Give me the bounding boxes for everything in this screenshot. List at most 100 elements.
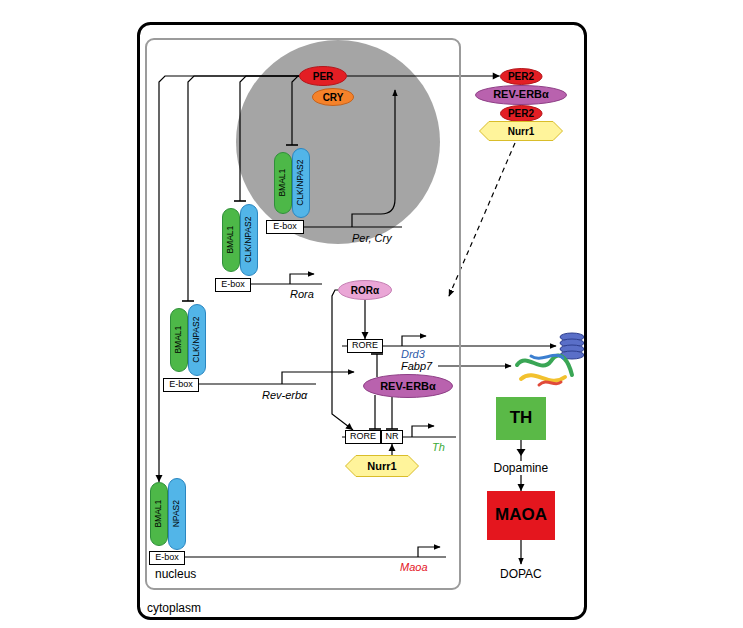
connector-line	[347, 75, 500, 76]
pill-shape	[223, 209, 240, 272]
ellipse-shape	[300, 67, 347, 86]
node-label: PER2	[508, 71, 534, 82]
transcription-arrow	[412, 426, 434, 437]
node-label: RORα	[351, 285, 379, 296]
node-label: BMAL1	[174, 326, 183, 354]
ellipse-shape	[339, 281, 392, 300]
connector-line	[374, 395, 375, 429]
promoter-box: E-box	[215, 278, 251, 292]
product-label: DOPAC	[500, 567, 542, 581]
bmal1-pill: BMAL1	[274, 152, 292, 214]
node-label: MAOA	[495, 506, 547, 525]
protein-ellipse: CRY	[312, 88, 354, 106]
pill-shape	[171, 309, 188, 372]
bmal1-pill: BMAL1	[170, 308, 188, 372]
pill-shape	[189, 305, 206, 376]
gene-label: Per, Cry	[352, 232, 392, 244]
gene-label: Maoa	[400, 561, 428, 573]
protein-ribbon	[517, 356, 572, 375]
edge-label: Dopamine	[492, 461, 551, 475]
clock-pill: CLK/NPAS2	[188, 304, 206, 376]
bmal1-pill: BMAL1	[222, 208, 240, 272]
connector	[332, 290, 353, 430]
receptor-icon	[560, 333, 584, 359]
product-arrow	[520, 540, 521, 564]
connector-line	[292, 76, 299, 145]
dashed-arrow	[449, 143, 515, 296]
cytoplasm-region: cytoplasmnucleusPERCRYBMAL1CLK/NPAS2E-bo…	[137, 22, 587, 620]
rect-shape	[150, 551, 185, 564]
connector	[182, 76, 299, 301]
inhibition-bar	[182, 300, 194, 302]
node-label: NPAS2	[172, 500, 181, 527]
rect-shape	[216, 278, 251, 291]
protein-ellipse: PER	[299, 66, 347, 86]
connector-line	[332, 290, 353, 430]
node-label: E-box	[221, 280, 245, 290]
pill-shape	[169, 479, 186, 550]
connector	[389, 444, 396, 455]
arrowhead	[518, 484, 525, 491]
pill-shape	[275, 153, 292, 214]
node-label: PER2	[508, 108, 534, 119]
region-outline	[146, 39, 460, 589]
transcription-arrow	[282, 372, 354, 384]
gene-label: Rev-erbα	[262, 389, 307, 401]
node-label: E-box	[273, 222, 297, 232]
inhibition-bar	[371, 353, 383, 355]
gene-label: Drd3	[401, 348, 425, 360]
inhibition-bar	[234, 200, 246, 202]
inhibition-bar	[286, 144, 298, 146]
clock-pill: NPAS2	[168, 478, 186, 550]
ellipse-shape	[364, 375, 453, 398]
arrowhead	[362, 332, 369, 339]
connector-line	[391, 397, 392, 429]
rect-shape	[346, 431, 381, 444]
hexagon-shape	[346, 456, 419, 477]
node-label: CRY	[323, 92, 344, 103]
node-label: Nurr1	[508, 126, 535, 137]
connector	[362, 300, 369, 339]
node-label: CLK/NPAS2	[296, 160, 305, 206]
clock-pill: CLK/NPAS2	[292, 148, 310, 218]
inhibition-bar	[386, 428, 398, 430]
transcription-arrow	[290, 274, 314, 284]
clock-core-circle	[236, 40, 440, 244]
connector	[386, 397, 398, 429]
rect-shape	[488, 492, 555, 540]
enzyme-box: MAOA	[487, 491, 555, 540]
nucleus-region: nucleusPERCRYBMAL1CLK/NPAS2E-boxBMAL1CLK…	[145, 38, 461, 590]
connector	[347, 73, 500, 80]
arrowhead	[493, 73, 500, 80]
promoter-box: E-box	[149, 551, 185, 565]
clock-pill: CLK/NPAS2	[240, 204, 258, 276]
arrowhead	[345, 423, 353, 430]
connector-line	[188, 76, 299, 301]
node-label: TH	[510, 409, 533, 428]
bmal1-pill: BMAL1	[150, 482, 168, 546]
node-label: BMAL1	[154, 500, 163, 528]
rect-shape	[164, 378, 199, 391]
node-label: E-box	[155, 553, 179, 563]
protein-ellipse: RORα	[338, 280, 392, 300]
connector-line	[159, 76, 299, 482]
rect-shape	[267, 221, 304, 234]
ellipse-shape	[476, 85, 567, 104]
protein-ellipse: REV-ERBα	[363, 374, 453, 398]
ellipse-shape	[500, 105, 542, 121]
protein-hexagon: Nurr1	[345, 455, 419, 477]
node-label: REV-ERBα	[493, 88, 549, 100]
protein-ribbon	[521, 375, 565, 380]
node-label: CLK/NPAS2	[244, 217, 253, 263]
protein-hexagon: Nurr1	[479, 121, 563, 141]
connector	[286, 76, 299, 145]
connector	[369, 395, 381, 429]
region-label: nucleus	[155, 568, 196, 581]
node-label: RORE	[352, 341, 378, 351]
promoter-box: E-box	[163, 378, 199, 392]
region-outline	[139, 24, 586, 619]
transcription-arrow	[352, 90, 395, 227]
region-label: cytoplasm	[147, 602, 201, 615]
